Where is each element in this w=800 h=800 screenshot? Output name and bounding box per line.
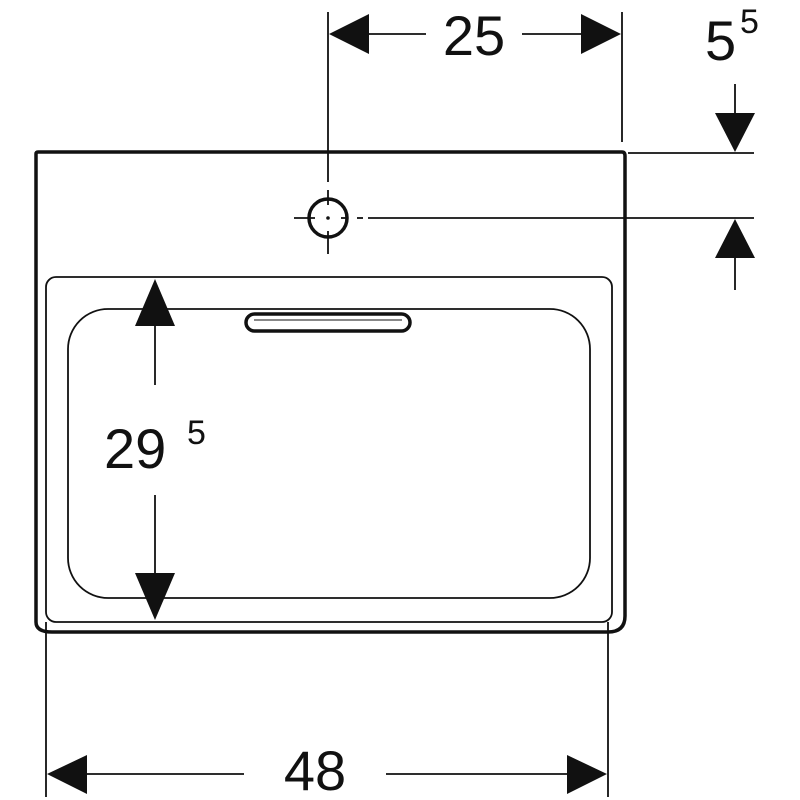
dimension-label-29-5: 29 xyxy=(104,417,166,480)
dimension-label-29-5-superscript: 5 xyxy=(187,414,206,452)
arrow-down-icon xyxy=(135,573,175,620)
basin-outline xyxy=(34,150,627,634)
dimension-label-25: 25 xyxy=(443,4,505,67)
arrow-down-icon xyxy=(715,113,755,152)
basin-outer-edge xyxy=(34,150,627,634)
dimension-bowl-depth xyxy=(135,279,175,620)
dimension-tap-hole-depth xyxy=(368,84,755,290)
tap-hole-icon xyxy=(294,190,363,254)
arrow-right-icon xyxy=(581,14,621,54)
arrow-left-icon xyxy=(47,755,87,794)
basin-bowl xyxy=(67,308,591,599)
dimension-overall-width xyxy=(45,622,609,797)
overflow-slot-icon xyxy=(244,312,412,333)
dimension-label-5-5: 5 xyxy=(705,9,736,72)
arrow-up-icon xyxy=(715,219,755,258)
arrow-right-icon xyxy=(567,755,607,794)
arrow-up-icon xyxy=(135,279,175,326)
basin-rim xyxy=(45,276,613,623)
dimension-tap-hole-offset xyxy=(327,12,623,182)
dimension-label-5-5-superscript: 5 xyxy=(740,3,759,41)
dimension-label-48: 48 xyxy=(284,739,346,800)
arrow-left-icon xyxy=(329,14,369,54)
